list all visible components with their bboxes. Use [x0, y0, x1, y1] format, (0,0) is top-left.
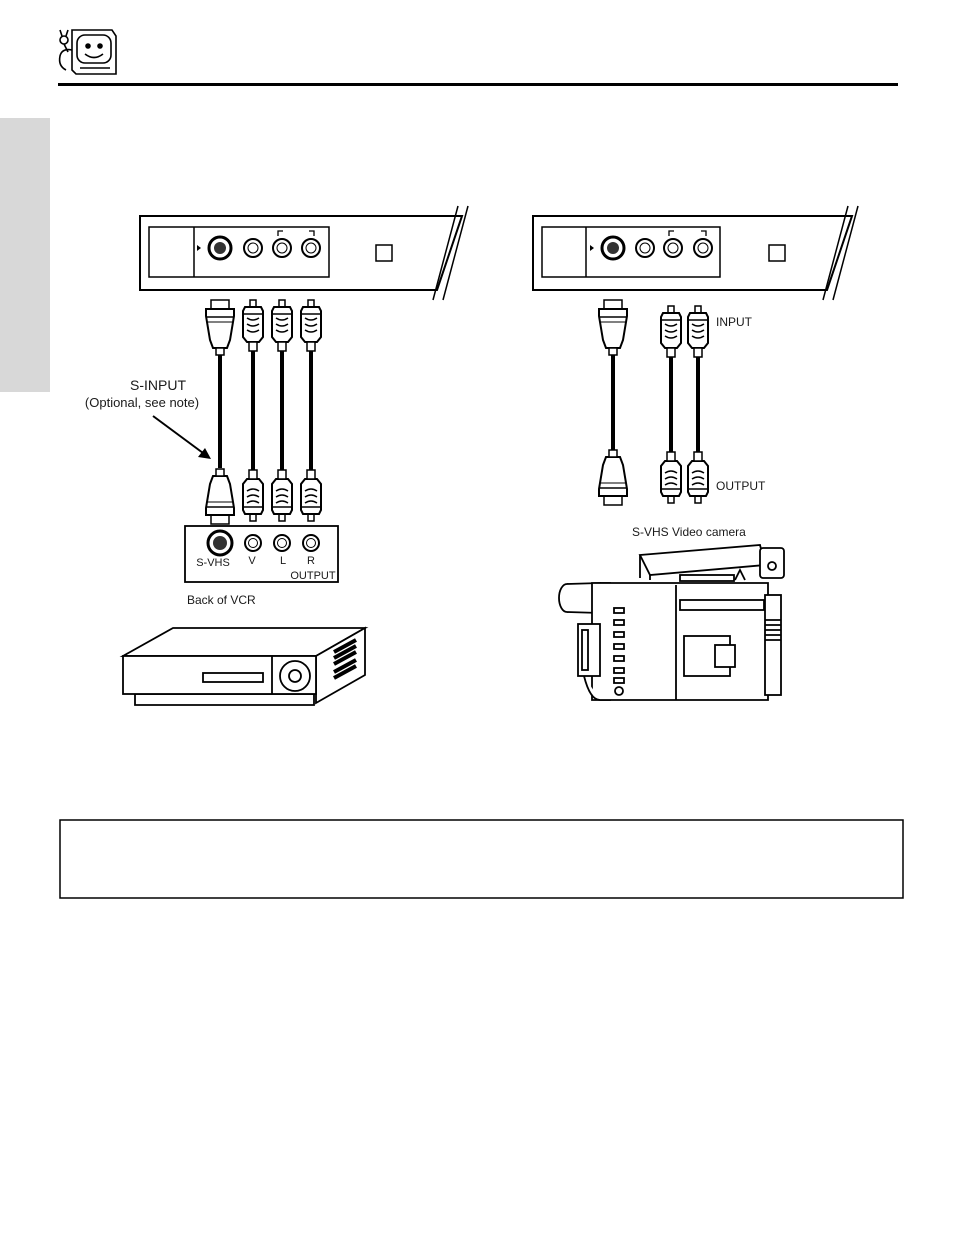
port-label-audio-left: L	[280, 555, 286, 567]
header-rule	[58, 83, 898, 86]
side-tab	[0, 118, 50, 392]
audio-right-cable-left	[300, 299, 322, 522]
camera-input-label: INPUT	[716, 315, 753, 329]
audio-left-cable-left	[271, 299, 293, 522]
s-input-note: (Optional, see note)	[85, 395, 199, 410]
note-box	[59, 819, 904, 899]
port-label-audio-right: R	[307, 555, 315, 567]
tv-jack-panel-left	[139, 205, 469, 301]
callout-arrow	[152, 415, 211, 459]
port-label-svhs: S-VHS	[196, 557, 230, 569]
vcr-caption: Back of VCR	[187, 593, 256, 607]
vcr-icon	[119, 626, 369, 706]
camera-caption: S-VHS Video camera	[632, 525, 746, 539]
camera-output-label: OUTPUT	[716, 479, 766, 493]
tv-mascot-icon	[58, 29, 117, 75]
s-video-cable-right	[598, 299, 628, 506]
s-video-cable-left	[205, 299, 235, 525]
port-label-video: V	[248, 555, 256, 567]
video-cable-left	[242, 299, 264, 522]
tv-jack-panel-right	[532, 205, 859, 301]
audio-left-cable-right	[660, 305, 682, 504]
s-input-label: S-INPUT	[130, 377, 186, 393]
vcr-output-label: OUTPUT	[290, 570, 336, 582]
vcr-back-panel	[184, 525, 339, 583]
video-camera-icon	[558, 544, 785, 701]
audio-right-cable-right	[687, 305, 709, 504]
